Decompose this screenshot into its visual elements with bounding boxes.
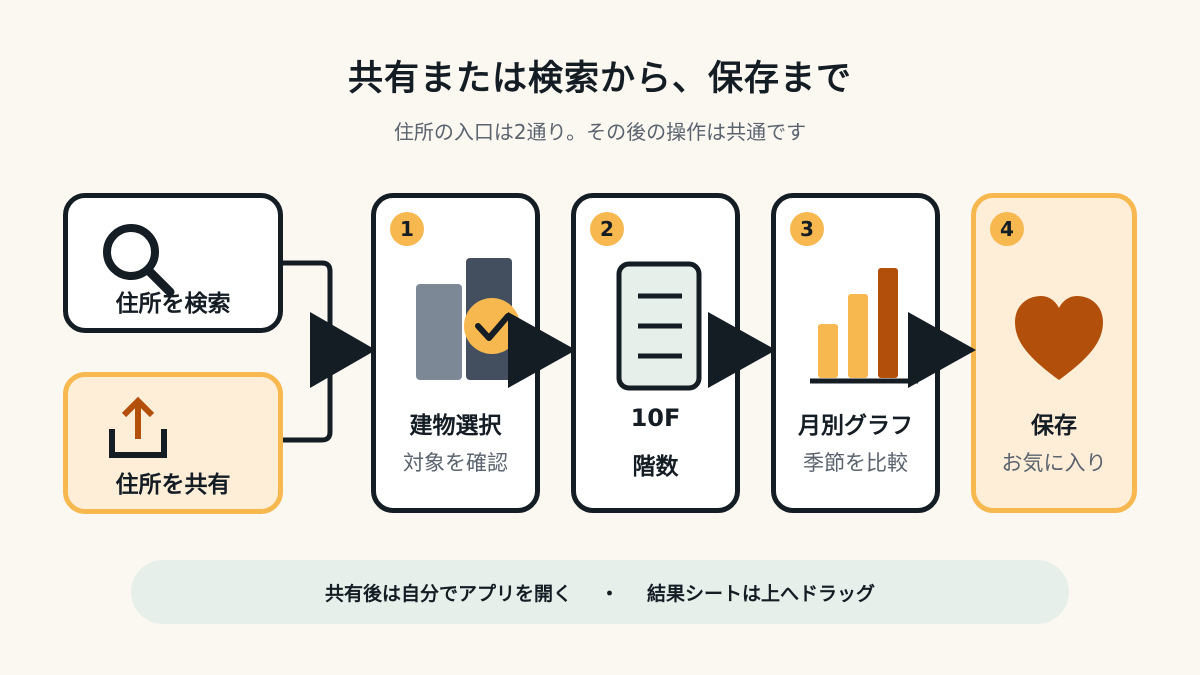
search-icon	[103, 224, 175, 297]
step-4-title: 保存	[1031, 413, 1077, 439]
page-subtitle: 住所の入口は2通り。その後の操作は共通です	[393, 120, 807, 144]
step-1-card[interactable]: 1 建物選択 対象を確認	[371, 193, 540, 513]
step-1-title: 建物選択	[409, 413, 502, 439]
step-2-card[interactable]: 2 10F 階数	[571, 193, 740, 513]
step-3-badge: 3	[790, 212, 824, 246]
step-4-subtitle: お気に入り	[1001, 451, 1107, 475]
entry-share-box[interactable]: 住所を共有	[63, 372, 283, 514]
step-2-badge: 2	[590, 212, 624, 246]
page-title: 共有または検索から、保存まで	[347, 59, 852, 99]
footer-note: 共有後は自分でアプリを開く ・ 結果シートは上へドラッグ	[131, 560, 1069, 624]
step-3-card[interactable]: 3 月別グラフ 季節を比較	[771, 193, 940, 513]
footer-separator: ・	[599, 582, 619, 605]
entry-share-label: 住所を共有	[115, 472, 231, 498]
step-3-subtitle: 季節を比較	[803, 451, 908, 475]
entry-search-box[interactable]: 住所を検索	[63, 193, 283, 333]
footer-note-left: 共有後は自分でアプリを開く	[324, 582, 572, 605]
step-4-badge: 4	[990, 212, 1024, 246]
share-icon	[109, 396, 167, 458]
step-4-card[interactable]: 4 保存 お気に入り	[971, 193, 1137, 513]
document-icon	[616, 261, 702, 391]
step-1-badge: 1	[390, 212, 424, 246]
step-2-title: 10F	[630, 404, 681, 432]
step-3-title: 月別グラフ	[798, 413, 913, 439]
connector-line-share	[280, 350, 333, 443]
step-2-subtitle: 階数	[632, 454, 679, 480]
bar-chart-icon	[810, 268, 918, 384]
building-select-icon	[416, 258, 520, 380]
heart-icon	[1015, 296, 1103, 380]
connector-line-search	[280, 260, 333, 350]
step-1-subtitle: 対象を確認	[403, 451, 508, 475]
footer-note-right: 結果シートは上へドラッグ	[647, 582, 876, 605]
entry-search-label: 住所を検索	[115, 291, 231, 317]
